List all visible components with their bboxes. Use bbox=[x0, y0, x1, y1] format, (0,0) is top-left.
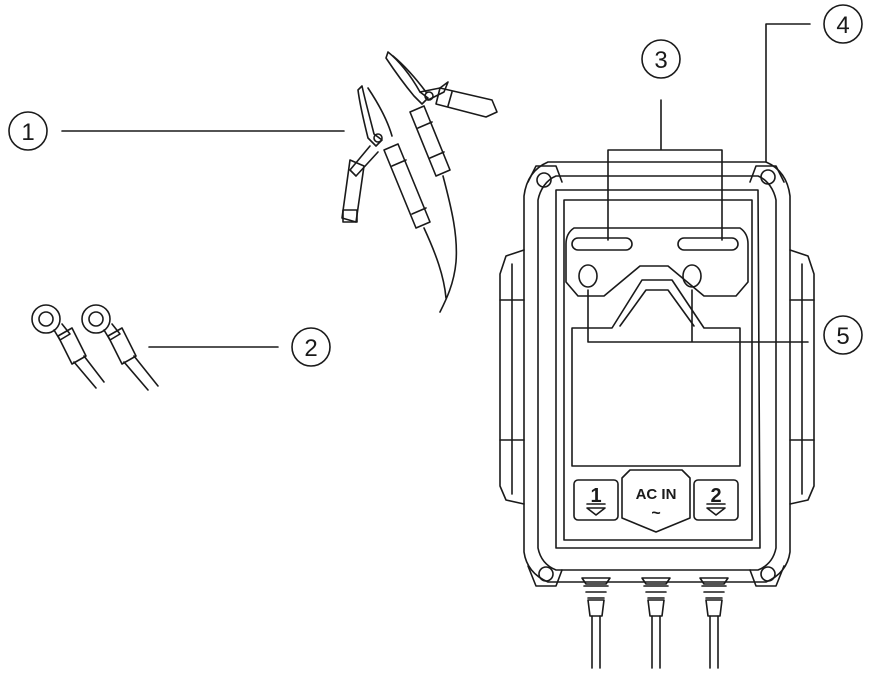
callout-4: 4 bbox=[765, 4, 863, 163]
output-1-label-box: 1 bbox=[573, 479, 619, 521]
cable-gland-right bbox=[699, 577, 729, 669]
charger-unit: 1 AC IN ~ 2 bbox=[499, 161, 815, 669]
callout-2-label: 2 bbox=[304, 335, 317, 362]
mounting-hole-top-right bbox=[749, 165, 785, 185]
status-led-2 bbox=[682, 264, 702, 288]
ac-input-label-box: AC IN ~ bbox=[621, 469, 691, 533]
callout-2-circle bbox=[291, 327, 331, 367]
ac-input-label: AC IN bbox=[636, 486, 677, 503]
side-grip-right bbox=[789, 249, 815, 505]
callout-1-label: 1 bbox=[21, 119, 34, 146]
status-bar-right bbox=[677, 237, 739, 251]
cable-gland-left bbox=[581, 577, 611, 669]
callout-1-circle bbox=[8, 111, 48, 151]
output-2-label: 2 bbox=[710, 485, 721, 507]
callout-4-label: 4 bbox=[836, 12, 849, 39]
output-2-label-box: 2 bbox=[693, 479, 739, 521]
mounting-hole-bottom-right bbox=[749, 565, 785, 587]
status-led-1 bbox=[578, 264, 598, 288]
mounting-hole-top-left bbox=[527, 165, 563, 188]
ring-terminal-left bbox=[31, 304, 105, 389]
callout-3-leader bbox=[607, 99, 723, 241]
callout-1: 1 bbox=[8, 111, 345, 151]
clamp-front bbox=[341, 85, 447, 299]
callout-3-label: 3 bbox=[654, 47, 667, 74]
indicator-panel bbox=[565, 227, 749, 297]
callout-3-circle bbox=[641, 39, 681, 79]
output-1-label: 1 bbox=[590, 485, 601, 507]
ring-terminal-right bbox=[81, 304, 159, 391]
callout-3: 3 bbox=[607, 39, 723, 241]
callout-4-leader bbox=[765, 23, 811, 163]
battery-clamps bbox=[341, 51, 498, 313]
mounting-hole-bottom-left bbox=[527, 565, 563, 587]
status-bar-left bbox=[571, 237, 633, 251]
callout-2: 2 bbox=[148, 327, 331, 367]
ac-symbol: ~ bbox=[651, 505, 660, 522]
callout-5-leader bbox=[587, 289, 809, 343]
callout-5: 5 bbox=[587, 289, 863, 355]
callout-4-circle bbox=[823, 4, 863, 44]
callout-5-label: 5 bbox=[836, 323, 849, 350]
side-grip-left bbox=[499, 249, 525, 505]
callout-5-circle bbox=[823, 315, 863, 355]
ring-terminals bbox=[31, 304, 159, 391]
cable-gland-middle bbox=[641, 577, 671, 669]
charger-housing bbox=[523, 161, 791, 583]
